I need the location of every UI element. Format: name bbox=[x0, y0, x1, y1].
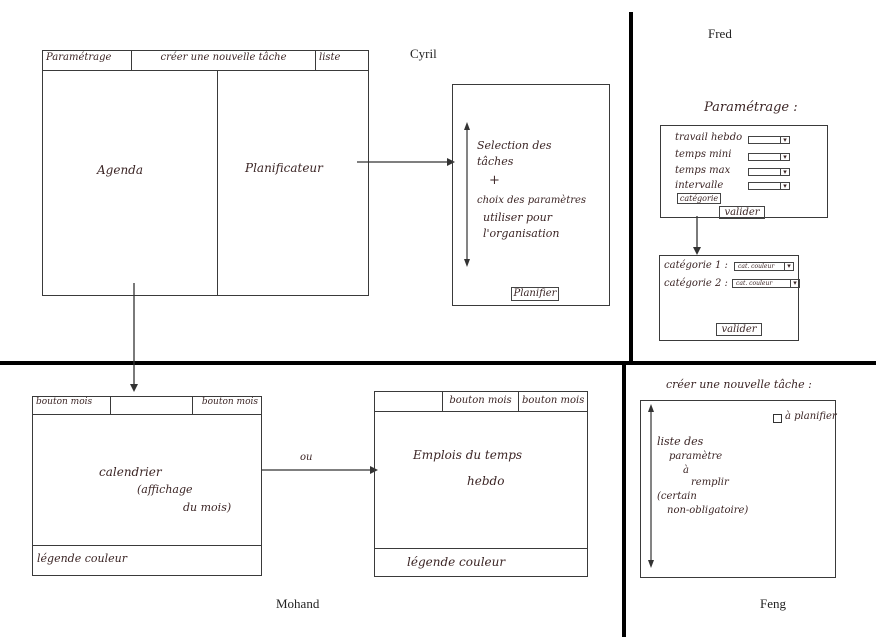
author-mohand: Mohand bbox=[276, 596, 320, 611]
dropdown-arrow-icon: ▾ bbox=[780, 136, 789, 144]
feng-text-3: à bbox=[683, 465, 689, 476]
categorie-1-select[interactable]: cat. couleur ▾ bbox=[734, 262, 794, 271]
ou-label: ou bbox=[300, 452, 313, 463]
prev-month-button[interactable]: bouton mois bbox=[33, 397, 111, 414]
valider-button-2[interactable]: valider bbox=[716, 323, 762, 336]
left-footer-bar: légende couleur bbox=[33, 545, 261, 576]
categorie-button[interactable]: catégorie bbox=[677, 193, 721, 204]
affichage-text: (affichage bbox=[137, 483, 193, 496]
week-next-button[interactable]: bouton mois bbox=[522, 395, 585, 406]
planner-text-line4: utiliser pour bbox=[483, 211, 552, 224]
cyril-main-window: Paramétrage créer une nouvelle tâche lis… bbox=[42, 50, 369, 296]
cyril-planner-dialog: Selection des tâches + choix des paramèt… bbox=[452, 84, 610, 306]
menu-creer-tache[interactable]: créer une nouvelle tâche bbox=[132, 51, 316, 70]
week-prev-button[interactable]: bouton mois bbox=[443, 392, 519, 411]
mohand-month-view: bouton mois bouton mois calendrier (affi… bbox=[32, 396, 262, 576]
mohand-week-view: bouton mois bouton mois Emplois du temps… bbox=[374, 391, 588, 577]
calendrier-text: calendrier bbox=[99, 465, 162, 479]
field-label-temps-max: temps max bbox=[675, 165, 731, 176]
du-mois-text: du mois) bbox=[183, 501, 232, 514]
dropdown-arrow-icon: ▾ bbox=[780, 153, 789, 161]
planner-text-line5: l'organisation bbox=[483, 227, 560, 240]
author-fred: Fred bbox=[708, 26, 732, 41]
planner-text-line3: choix des paramètres bbox=[477, 195, 587, 206]
dropdown-arrow-icon: ▾ bbox=[790, 279, 799, 287]
dropdown-arrow-icon: ▾ bbox=[780, 168, 789, 176]
cyril-panel-separator bbox=[217, 70, 218, 295]
hebdo-text: hebdo bbox=[467, 474, 505, 488]
field-label-intervalle: intervalle bbox=[675, 180, 724, 191]
agenda-panel-label[interactable]: Agenda bbox=[97, 163, 144, 177]
categorie-2-label: catégorie 2 : bbox=[664, 278, 728, 289]
week-header-bar: bouton mois bouton mois bbox=[375, 392, 587, 412]
planifier-button[interactable]: Planifier bbox=[511, 287, 559, 301]
feng-text-5: (certain bbox=[657, 491, 697, 502]
month-header-middle bbox=[111, 397, 193, 414]
temps-max-select[interactable]: ▾ bbox=[748, 168, 790, 176]
divider-vertical-top bbox=[629, 12, 633, 364]
month-header-bar: bouton mois bouton mois bbox=[33, 397, 261, 415]
planner-plus: + bbox=[489, 173, 500, 188]
author-cyril: Cyril bbox=[410, 46, 437, 61]
fred-title: Paramétrage : bbox=[704, 100, 798, 115]
legende-couleur-left: légende couleur bbox=[37, 552, 127, 565]
a-planifier-checkbox[interactable] bbox=[773, 414, 782, 423]
legende-couleur-right: légende couleur bbox=[407, 555, 506, 569]
categorie-1-value: cat. couleur bbox=[738, 263, 775, 270]
travail-hebdo-select[interactable]: ▾ bbox=[748, 136, 790, 144]
categorie-2-select[interactable]: cat. couleur ▾ bbox=[732, 279, 800, 288]
fred-categorie-form: catégorie 1 : cat. couleur ▾ catégorie 2… bbox=[659, 255, 800, 341]
planner-text-line1: Selection des bbox=[477, 139, 552, 152]
fred-parametrage-form: travail hebdo ▾ temps mini ▾ temps max ▾… bbox=[660, 125, 828, 219]
a-planifier-label: à planifier bbox=[785, 411, 837, 422]
feng-text-4: remplir bbox=[691, 477, 729, 488]
right-footer-bar: légende couleur bbox=[375, 548, 587, 577]
menu-liste[interactable]: liste bbox=[319, 52, 341, 63]
field-label-travail-hebdo: travail hebdo bbox=[675, 132, 743, 143]
valider-button-1[interactable]: valider bbox=[719, 206, 765, 219]
week-header-empty bbox=[375, 392, 443, 411]
temps-mini-select[interactable]: ▾ bbox=[748, 153, 790, 161]
planificateur-panel-label[interactable]: Planificateur bbox=[245, 161, 323, 175]
dropdown-arrow-icon: ▾ bbox=[780, 182, 789, 190]
feng-text-2: paramètre bbox=[669, 451, 723, 462]
categorie-1-label: catégorie 1 : bbox=[664, 260, 728, 271]
author-feng: Feng bbox=[760, 596, 786, 611]
intervalle-select[interactable]: ▾ bbox=[748, 182, 790, 190]
feng-title: créer une nouvelle tâche : bbox=[666, 378, 812, 391]
feng-text-6: non-obligatoire) bbox=[667, 505, 749, 516]
categorie-2-value: cat. couleur bbox=[736, 280, 773, 287]
emplois-du-temps-text: Emplois du temps bbox=[413, 448, 523, 462]
cyril-menu-bar: Paramétrage créer une nouvelle tâche lis… bbox=[43, 51, 368, 71]
planner-text-line2: tâches bbox=[477, 155, 514, 168]
divider-vertical-bottom bbox=[622, 361, 626, 637]
next-month-button[interactable]: bouton mois bbox=[201, 397, 258, 407]
dropdown-arrow-icon: ▾ bbox=[784, 262, 793, 270]
menu-parametrage[interactable]: Paramétrage bbox=[43, 51, 132, 70]
feng-new-task-dialog: à planifier liste des paramètre à rempli… bbox=[640, 400, 837, 578]
field-label-temps-mini: temps mini bbox=[675, 149, 732, 160]
feng-text-1: liste des bbox=[657, 435, 704, 448]
divider-horizontal bbox=[0, 361, 876, 365]
